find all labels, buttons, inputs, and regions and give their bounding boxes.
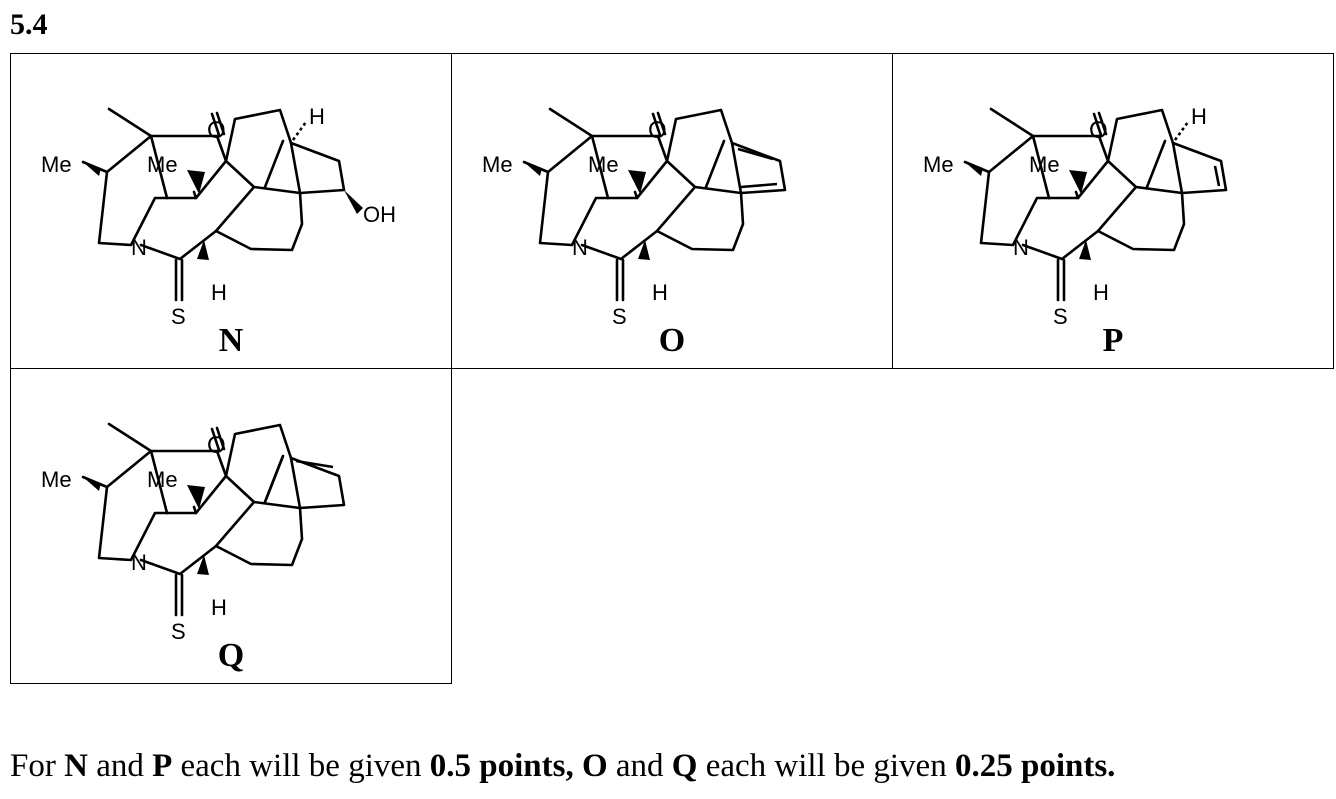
nitrogen-label: N [1013, 235, 1029, 260]
nitrogen-label: N [131, 550, 147, 575]
molecule-label-n: N [218, 322, 244, 359]
molecule-label-p: P [1102, 322, 1124, 359]
sulfur-label: S [1053, 304, 1068, 329]
me-label-center: Me [588, 152, 619, 177]
nitrogen-label: N [131, 235, 147, 260]
note-bold: 0.25 points. [954, 748, 1116, 784]
me-label-left: Me [41, 467, 72, 492]
scoring-note: For N and P each will be given 0.5 point… [10, 748, 1115, 785]
molecule-cell-o: Me Me O N S H O [451, 53, 893, 369]
molecule-cell-q: Me Me O N S H Q [10, 368, 452, 684]
note-bold: P [152, 748, 173, 784]
note-bold: 0.5 points, O [429, 748, 608, 784]
molecule-cell-n: Me Me O N S H H OH N [10, 53, 452, 369]
hydrogen-label-top: H [309, 104, 325, 129]
molecule-grid: Me Me O N S H H OH N [10, 53, 1334, 684]
note-text: For [10, 748, 65, 784]
molecule-label-o: O [658, 322, 686, 359]
note-text: and [87, 748, 153, 784]
molecule-q-structure: Me Me O N S H [41, 422, 346, 644]
me-label-left: Me [482, 152, 513, 177]
sulfur-label: S [171, 304, 186, 329]
empty-cell [893, 369, 1334, 684]
hydrogen-label-bottom: H [652, 280, 668, 305]
hydroxyl-label: OH [363, 202, 396, 227]
hydrogen-label-bottom: H [1093, 280, 1109, 305]
me-label-center: Me [147, 467, 178, 492]
oxygen-label: O [648, 117, 667, 144]
molecule-n-structure: Me Me O N S H H OH [41, 104, 396, 329]
oxygen-label: O [1089, 117, 1108, 144]
oxygen-label: O [207, 432, 226, 459]
oxygen-label: O [207, 117, 226, 144]
empty-cell [452, 369, 893, 684]
nitrogen-label: N [572, 235, 588, 260]
molecule-o-structure: Me Me O N S H [482, 107, 787, 329]
me-label-center: Me [1029, 152, 1060, 177]
note-bold: N [64, 748, 88, 784]
molecule-label-q: Q [217, 637, 245, 674]
hydrogen-label-top: H [1191, 104, 1207, 129]
me-label-center: Me [147, 152, 178, 177]
sulfur-label: S [612, 304, 627, 329]
molecule-cell-p: Me Me O N S H H P [892, 53, 1334, 369]
note-bold: Q [671, 748, 698, 784]
note-text: each will be given [697, 748, 955, 784]
section-number: 5.4 [10, 8, 48, 41]
sulfur-label: S [171, 619, 186, 644]
hydrogen-label-bottom: H [211, 595, 227, 620]
molecule-p-structure: Me Me O N S H H [923, 104, 1228, 329]
me-label-left: Me [41, 152, 72, 177]
me-label-left: Me [923, 152, 954, 177]
note-text: and [607, 748, 672, 784]
hydrogen-label-bottom: H [211, 280, 227, 305]
note-text: each will be given [172, 748, 430, 784]
